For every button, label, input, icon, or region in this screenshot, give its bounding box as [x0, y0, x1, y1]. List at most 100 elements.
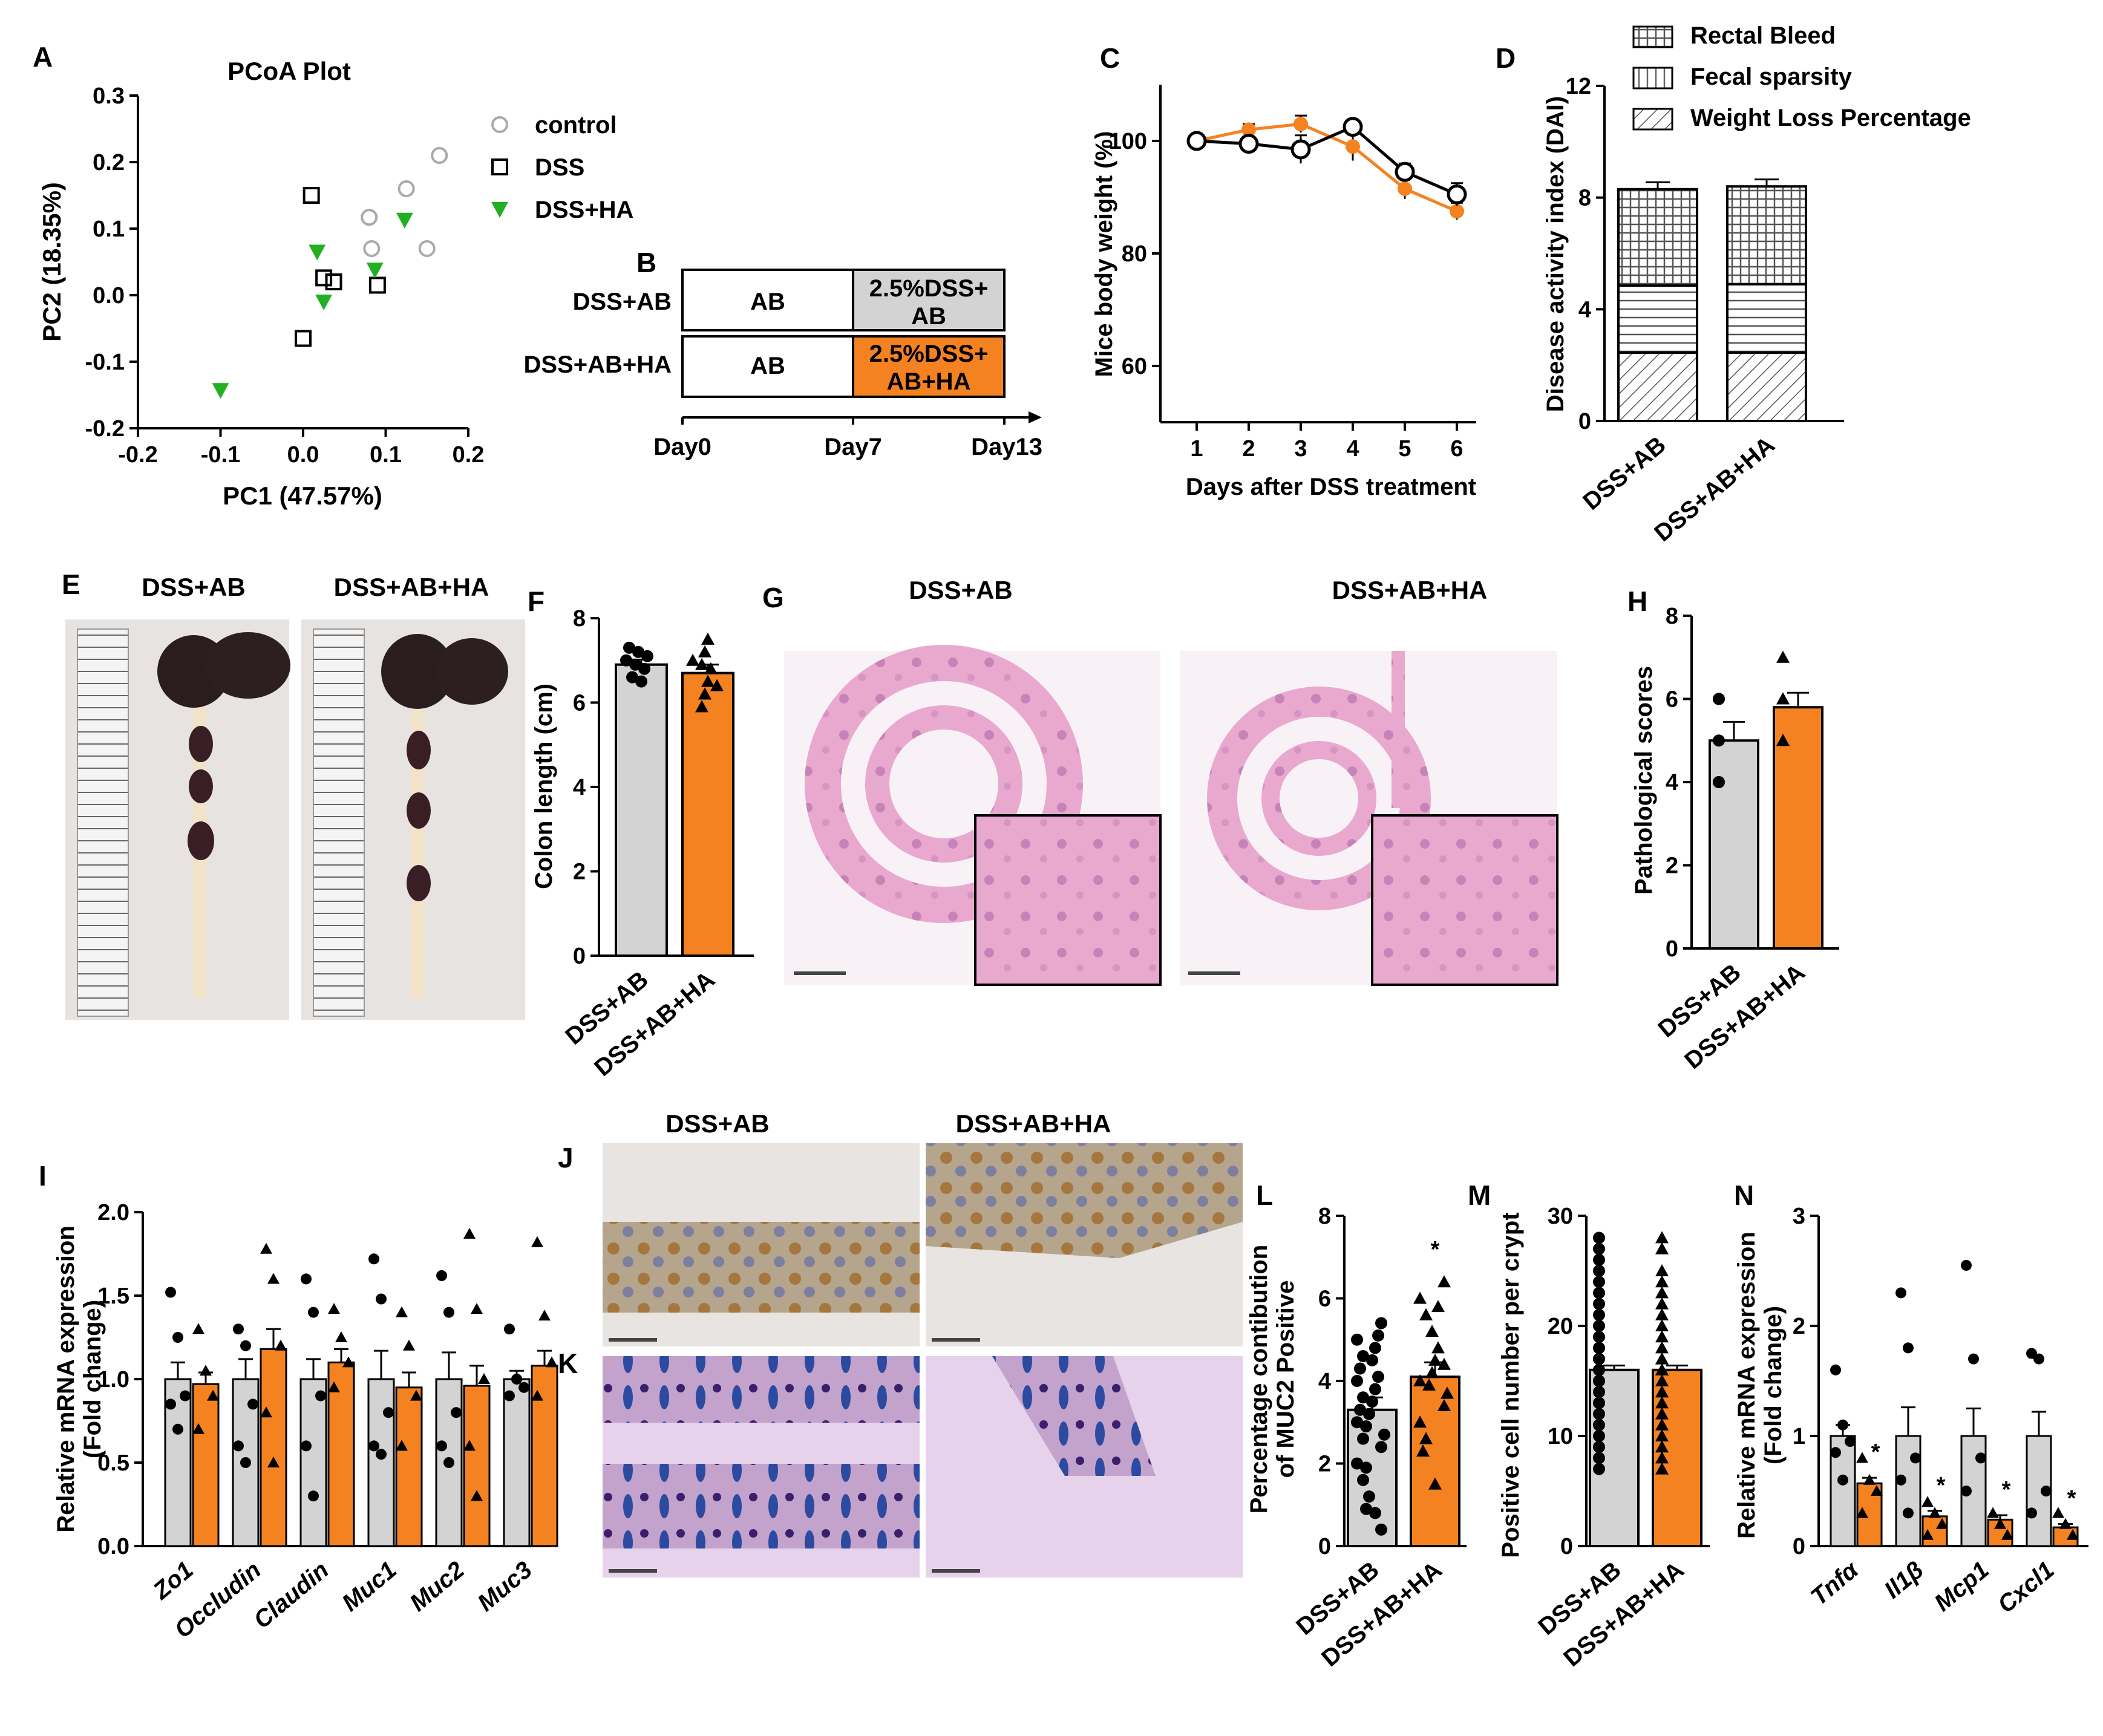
tj-mrna-bar	[395, 1386, 423, 1547]
weight-point	[1343, 117, 1363, 137]
dai-bar-segment	[1617, 188, 1698, 287]
pcoa-point-DSS	[368, 276, 386, 294]
crypt-cells-data-dot	[1593, 1265, 1605, 1277]
panel-letter-b: B	[636, 247, 656, 278]
schematic-ab-label-1: AB	[750, 289, 785, 315]
pcoa-xtick-label: -0.2	[118, 442, 157, 468]
pcoa-ytick-label: -0.2	[85, 416, 125, 442]
crypt-cells-data-dot	[1593, 1353, 1605, 1365]
schematic-dss-label-2b: AB+HA	[887, 368, 971, 395]
pcoa-legend-marker	[491, 158, 508, 175]
tj-mrna-bar	[299, 1378, 327, 1547]
crypt-cells-data-triangle	[1655, 1308, 1669, 1320]
tj-mrna-triangle	[267, 1273, 280, 1284]
muc2-data-dot	[1351, 1375, 1363, 1387]
path-score-data-triangle	[1776, 734, 1790, 746]
colon-length-ytick-label: 4	[573, 775, 586, 800]
panel-letter-i: I	[39, 1160, 47, 1192]
colon-length-data-dot	[623, 641, 635, 654]
crypt-cells-data-triangle	[1655, 1451, 1669, 1464]
panel-letter-n: N	[1734, 1180, 1754, 1211]
tj-mrna-triangle	[342, 1356, 355, 1368]
dai-bar-segment	[1726, 185, 1807, 286]
cytokine-dot	[1895, 1474, 1906, 1486]
histology-he: DSS+AB DSS+AB+HA	[784, 576, 1558, 986]
crypt-cells-data-dot	[1593, 1430, 1605, 1442]
tj-mrna-dot	[504, 1390, 515, 1402]
schematic-dss-segment-2	[852, 335, 1006, 398]
cytokine-dot	[1845, 1436, 1856, 1447]
muc2-data-dot	[1369, 1507, 1381, 1519]
pcoa-xlabel: PC1 (47.57%)	[223, 481, 382, 510]
pcoa-xtick-label: 0.1	[370, 442, 402, 468]
muc2-data-dot	[1351, 1416, 1363, 1429]
panel-letter-a: A	[33, 41, 53, 73]
pcoa-legend-marker	[491, 202, 508, 218]
colon-length-xtick-label: DSS+AB+HA	[589, 966, 720, 1082]
tj-mrna-dot	[172, 1332, 183, 1343]
muc2-data-triangle	[1437, 1398, 1451, 1411]
schematic-dss-label-1a: 2.5%DSS+	[869, 275, 989, 302]
crypt-cells-data-triangle	[1655, 1264, 1669, 1276]
path-score-ytick-label: 4	[1666, 770, 1678, 795]
colon-length-data-triangle	[701, 632, 715, 645]
muc2-staining-images: DSS+AB DSS+AB+HA	[603, 1109, 1243, 1578]
pcoa-point-DSS	[303, 187, 320, 204]
cytokine-significance-star: *	[1937, 1473, 1946, 1498]
dai-xtick-label: DSS+AB	[1578, 431, 1670, 515]
muc2-data-triangle	[1437, 1357, 1451, 1370]
muc2-data-triangle	[1422, 1378, 1436, 1391]
weight-point	[1290, 139, 1311, 160]
cytokine-dot	[1975, 1452, 1986, 1464]
cytokine-dot	[1830, 1364, 1841, 1375]
tj-mrna-triangle	[471, 1490, 483, 1501]
tj-mrna-dot	[247, 1398, 258, 1410]
crypt-cells-data-triangle	[1655, 1396, 1669, 1409]
weight-point	[1398, 181, 1412, 197]
crypt-cells-data-dot	[1593, 1242, 1605, 1255]
crypt-cells-data-triangle	[1655, 1341, 1669, 1354]
tj-mrna-dot	[180, 1390, 191, 1402]
muc2-ytick-label: 6	[1318, 1287, 1331, 1312]
tj-mrna-triangle	[192, 1323, 204, 1334]
pcoa-xtick-label: -0.1	[201, 442, 240, 468]
crypt-cells-data-dot	[1593, 1408, 1605, 1420]
dai-ytick-label: 12	[1566, 74, 1591, 99]
weight-point	[1447, 184, 1467, 204]
cytokine-bar	[1830, 1435, 1856, 1547]
muc2-bar	[1347, 1408, 1398, 1547]
weight-point	[1395, 162, 1415, 182]
tj-mrna-dot	[368, 1253, 379, 1265]
tj-mrna-ytick-label: 1.0	[97, 1367, 129, 1392]
tj-mrna-triangle	[463, 1227, 476, 1239]
dai-legend-label: Rectal Bleed	[1690, 22, 1836, 49]
colon-length-ylabel: Colon length (cm)	[531, 684, 557, 889]
cytokine-dot	[2026, 1507, 2037, 1519]
tj-mrna-dot	[383, 1407, 394, 1418]
tj-mrna-dot	[165, 1398, 176, 1410]
treatment-schematic: DSS+AB AB 2.5%DSS+ AB DSS+AB+HA AB 2.5%D…	[523, 269, 1042, 460]
muc2-data-triangle	[1428, 1477, 1442, 1490]
schematic-dss-label-2a: 2.5%DSS+	[869, 341, 989, 367]
timeline-arrowhead	[1029, 411, 1042, 423]
crypt-cells-data-dot	[1593, 1397, 1605, 1409]
cytokine-ytick-label: 3	[1793, 1204, 1805, 1229]
tj-mrna-dot	[308, 1307, 319, 1318]
tj-mrna-dot	[233, 1440, 244, 1452]
cytokine-triangle	[1929, 1507, 1941, 1518]
tj-mrna-ylabel: Relative mRNA expression	[53, 1225, 79, 1533]
crypt-cells-data-triangle	[1655, 1352, 1669, 1365]
pcoa-point-control	[431, 147, 448, 164]
muc2-data-dot	[1357, 1391, 1369, 1404]
colon-length-data-triangle	[710, 679, 724, 691]
crypt-cells-data-triangle	[1655, 1363, 1669, 1375]
path-score-bar	[1773, 706, 1823, 950]
tj-mrna-triangle	[192, 1423, 204, 1434]
cytokine-dot	[1961, 1259, 1972, 1271]
path-score-ytick-label: 0	[1666, 936, 1678, 962]
cytokine-triangle	[1936, 1518, 1948, 1529]
tj-mrna-triangle	[396, 1440, 408, 1451]
